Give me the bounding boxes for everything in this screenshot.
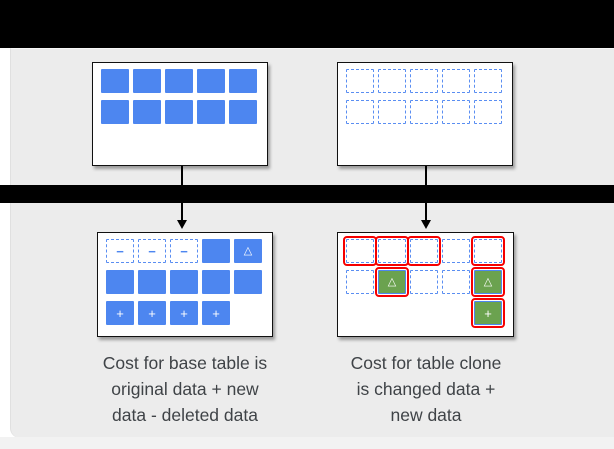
block-row xyxy=(101,69,259,93)
original-data-block xyxy=(234,270,262,294)
clone-shared-data-block xyxy=(471,236,505,266)
shared-data-block xyxy=(442,270,470,294)
original-data-block xyxy=(197,69,225,93)
caption-line: original data + new xyxy=(111,379,259,399)
top-black-bar xyxy=(0,0,614,48)
block-row: + + + + xyxy=(106,301,264,325)
shared-data-block xyxy=(442,69,470,93)
block-row: + xyxy=(346,298,505,328)
clone-changed-data-block: △ xyxy=(375,267,409,297)
shared-data-block xyxy=(442,100,470,124)
caption-line: data - deleted data xyxy=(112,405,258,425)
original-data-block xyxy=(165,69,193,93)
deleted-data-block: − xyxy=(170,239,198,263)
block-row xyxy=(346,69,504,93)
added-data-block: + xyxy=(202,301,230,325)
down-arrow-left-head-icon xyxy=(177,220,187,229)
block-row: − − − △ xyxy=(106,239,264,263)
table-clone-box xyxy=(337,62,513,166)
original-data-block xyxy=(133,69,161,93)
caption-line: Cost for table clone xyxy=(350,353,502,373)
deleted-data-block: − xyxy=(138,239,166,263)
plus-icon: + xyxy=(484,305,492,321)
minus-icon: − xyxy=(148,243,156,259)
clone-shared-data-block xyxy=(343,236,377,266)
original-data-block xyxy=(133,100,161,124)
shared-data-block xyxy=(442,239,470,263)
shared-data-block xyxy=(474,69,502,93)
base-table-box xyxy=(92,62,268,166)
shared-data-block xyxy=(346,100,374,124)
original-data-block xyxy=(101,69,129,93)
shared-data-block xyxy=(346,69,374,93)
shared-data-block xyxy=(346,270,374,294)
shared-data-block xyxy=(410,100,438,124)
minus-icon: − xyxy=(116,243,124,259)
down-arrow-right-head-icon xyxy=(421,220,431,229)
clone-changed-data-block: △ xyxy=(471,267,505,297)
block-row xyxy=(106,270,264,294)
original-data-block xyxy=(229,100,257,124)
block-row xyxy=(346,100,504,124)
bottom-strip xyxy=(0,437,614,449)
down-arrow-right xyxy=(425,166,427,221)
down-arrow-left xyxy=(181,166,183,221)
deleted-data-block: − xyxy=(106,239,134,263)
caption-line: new data xyxy=(390,405,462,425)
added-data-block: + xyxy=(138,301,166,325)
plus-icon: + xyxy=(212,305,220,321)
shared-data-block xyxy=(410,69,438,93)
changed-data-block: △ xyxy=(234,239,262,263)
shared-data-block xyxy=(474,100,502,124)
base-table-after-changes-box: − − − △ + + + + xyxy=(97,232,273,337)
original-data-block xyxy=(170,270,198,294)
original-data-block xyxy=(101,100,129,124)
original-data-block xyxy=(202,239,230,263)
delta-icon: △ xyxy=(243,244,253,257)
block-row xyxy=(343,236,505,266)
plus-icon: + xyxy=(148,305,156,321)
added-data-block: + xyxy=(170,301,198,325)
clone-added-data-block: + xyxy=(471,298,505,328)
original-data-block xyxy=(165,100,193,124)
table-clone-after-changes-box: △△+ xyxy=(337,232,514,337)
original-data-block xyxy=(197,100,225,124)
caption-line: Cost for base table is xyxy=(102,353,268,373)
table-clone-cost-caption: Cost for table clone is changed data + n… xyxy=(326,350,526,428)
clone-shared-data-block xyxy=(375,236,409,266)
minus-icon: − xyxy=(180,243,188,259)
divider-black-bar xyxy=(0,185,614,203)
shared-data-block xyxy=(378,69,406,93)
shared-data-block xyxy=(378,100,406,124)
caption-line: is changed data + xyxy=(356,379,496,399)
base-table-cost-caption: Cost for base table is original data + n… xyxy=(75,350,295,428)
clone-shared-data-block xyxy=(407,236,441,266)
original-data-block xyxy=(202,270,230,294)
shared-data-block xyxy=(410,270,438,294)
plus-icon: + xyxy=(116,305,124,321)
original-data-block xyxy=(106,270,134,294)
delta-icon: △ xyxy=(483,275,493,288)
original-data-block xyxy=(229,69,257,93)
added-data-block: + xyxy=(106,301,134,325)
block-row: △△ xyxy=(346,267,505,297)
original-data-block xyxy=(138,270,166,294)
plus-icon: + xyxy=(180,305,188,321)
block-row xyxy=(101,100,259,124)
delta-icon: △ xyxy=(387,275,397,288)
